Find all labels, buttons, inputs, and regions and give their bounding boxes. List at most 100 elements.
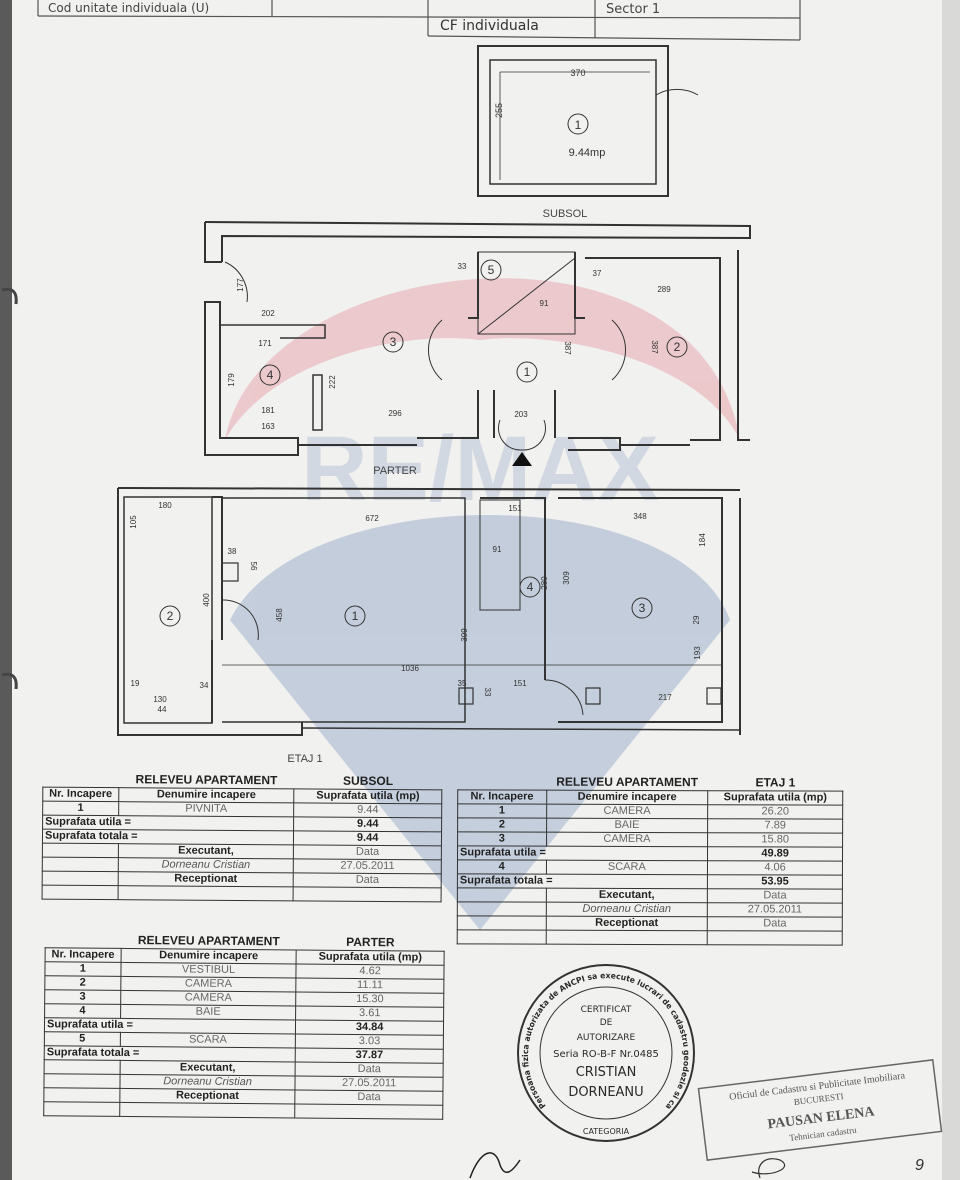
dim-label: 33 [458,262,467,271]
table-row: Executant,Data [457,887,843,904]
spacer [43,772,119,788]
row-value: 15.80 [707,832,843,848]
row-value: 3.61 [295,1005,444,1022]
row-label: Suprafata utila = [457,845,708,861]
row-name [119,1102,296,1118]
header-cell-cf: CF individuala [440,18,539,34]
spacer [45,932,121,948]
room-number: 2 [167,609,174,623]
stamp-line: Tehnician cadastru [789,1125,858,1143]
stamp-line: BUCURESTI [793,1091,844,1107]
row-value: Data [295,1061,444,1078]
row-value [293,886,442,902]
table-title: RELEVEU APARTAMENT [135,772,278,788]
row-nr: 4 [457,859,547,875]
row-nr [457,901,546,917]
row-nr: 5 [44,1031,121,1047]
column-header: Suprafata utila (mp) [296,949,445,966]
row-name: Executant, [545,888,708,903]
dim-label: 193 [693,646,702,660]
row-value: 34.84 [295,1019,444,1036]
row-value [707,930,843,946]
header-cell-sector: Sector 1 [606,2,660,17]
header-cell-cod: Cod unitate individuala (U) [48,1,209,15]
binder-ring-icon [1,672,18,690]
spacer [458,774,547,790]
room-number: 2 [674,340,681,354]
row-label: Suprafata utila = [42,815,294,831]
dim-label: 387 [563,341,572,355]
dim-label: 163 [261,422,275,431]
row-value: 27.05.2011 [707,902,843,918]
row-name: Receptionat [545,916,708,931]
stamp-line: AUTORIZARE [577,1033,636,1043]
column-header: Suprafata utila (mp) [707,790,843,806]
watermark-text: RE/MAX [301,418,659,520]
dim-label: 1036 [401,664,419,673]
dim-label: 387 [650,340,659,354]
row-value: Data [295,1089,443,1106]
dim-label: 44 [158,705,167,714]
dim-label: 370 [570,68,585,78]
row-nr [457,915,546,931]
column-header: Nr. Incapere [42,787,119,802]
plan-parter [204,221,751,466]
dim-label: 91 [493,545,502,554]
table-row [43,1101,443,1120]
row-name [117,885,294,901]
row-name: CAMERA [120,976,297,992]
column-header: Nr. Incapere [45,947,121,963]
table-level: PARTER [346,934,395,950]
row-value: 9.44 [293,802,442,818]
row-value: 27.05.2011 [295,1075,444,1092]
table-row: Suprafata totala =53.95 [457,873,843,890]
dim-label: 37 [593,269,602,278]
row-nr [43,1087,120,1103]
column-header: Denumire incapere [120,948,297,964]
row-value: 7.89 [707,818,843,834]
stamp-line: CERTIFICAT [581,1005,632,1015]
row-name: PIVNITA [118,801,295,817]
room-area: 9.44mp [569,147,606,159]
row-nr: 2 [44,975,121,991]
stamp-line: Seria RO-B-F Nr.0485 [553,1049,659,1060]
room-number: 1 [575,118,582,132]
room-number: 3 [639,601,646,615]
row-nr: 1 [44,961,121,977]
dim-label: 179 [227,373,236,387]
dim-label: 56 [249,562,258,571]
header-table [37,0,801,41]
plan-subsol [477,45,699,197]
row-nr: 4 [44,1003,121,1019]
room-number: 1 [352,609,359,623]
dim-label: 255 [494,103,504,118]
table-level: ETAJ 1 [755,775,796,790]
dim-label: 33 [483,688,492,697]
page-mark: 9 [915,1157,924,1174]
row-label: Suprafata totala = [42,829,294,845]
page-edge-shadow [942,0,960,1180]
dim-label: 289 [657,285,671,294]
column-header: Suprafata utila (mp) [294,788,442,804]
stamp-bottom-text: CATEGORIA [583,1127,630,1136]
dim-label: 177 [236,278,245,292]
room-number: 5 [488,263,495,277]
table-row [42,885,442,902]
dim-label: 399 [460,628,469,642]
row-nr: 2 [457,817,547,833]
table-level: SUBSOL [343,773,394,789]
row-name: Executant, [118,843,294,859]
row-value: 4.06 [707,860,843,876]
row-value: Data [707,916,843,932]
dim-label: 151 [508,504,522,513]
column-header: Denumire incapere [546,790,708,805]
dim-label: 203 [514,410,528,419]
table-title: RELEVEU APARTAMENT [556,774,699,790]
stamp-line: CRISTIAN [576,1065,637,1080]
row-value: 15.30 [296,991,444,1008]
binder-edge [0,0,12,1180]
